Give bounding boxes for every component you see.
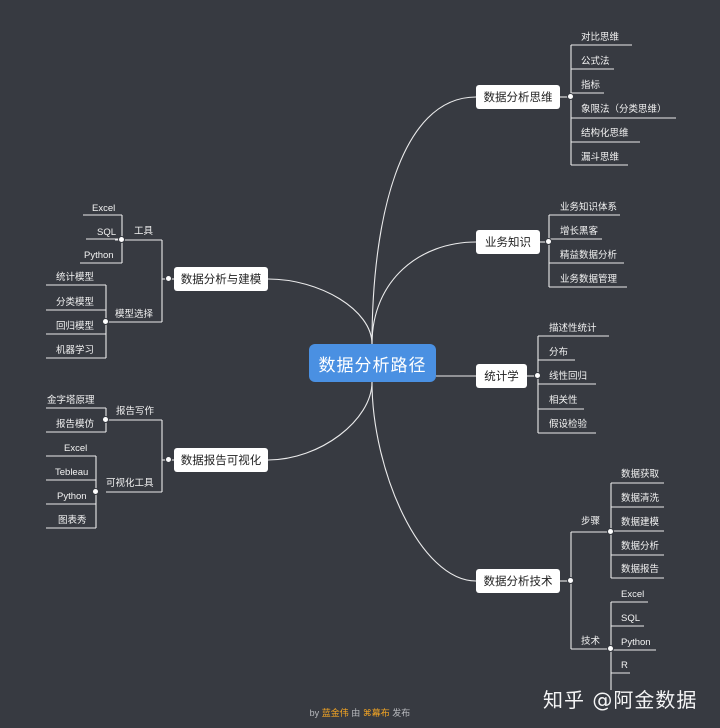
footer-mid: 由 <box>351 708 361 718</box>
leaf-linear-regression: 线性回归 <box>549 371 588 382</box>
leaf-tech-r: R <box>621 660 628 671</box>
label-model-selection: 模型选择 <box>115 309 154 320</box>
footer-by: by <box>309 708 320 718</box>
leaf-hypothesis-test: 假设检验 <box>549 419 588 430</box>
leaf-vis-python: Python <box>57 491 87 502</box>
leaf-tech-sql: SQL <box>621 613 641 624</box>
leaf-data-report: 数据报告 <box>621 564 660 575</box>
node-business-knowledge[interactable]: 业务知识 <box>476 230 540 254</box>
footer-credit: by 蓝金伟 由 ⌘幕布 发布 <box>0 706 720 719</box>
leaf-distribution: 分布 <box>549 347 569 358</box>
leaf-quadrant-method: 象限法（分类思维） <box>581 104 667 115</box>
root-node[interactable]: 数据分析路径 <box>309 344 436 382</box>
leaf-data-acquisition: 数据获取 <box>621 469 660 480</box>
leaf-report-imitation: 报告模仿 <box>56 419 95 430</box>
node-statistics[interactable]: 统计学 <box>476 364 527 388</box>
label-steps: 步骤 <box>581 516 601 527</box>
collapse-dot[interactable] <box>102 318 109 325</box>
leaf-regression-model: 回归模型 <box>56 321 95 332</box>
leaf-funnel-thinking: 漏斗思维 <box>581 152 620 163</box>
leaf-vis-excel: Excel <box>64 443 88 454</box>
collapse-dot[interactable] <box>118 236 125 243</box>
leaf-tool-excel: Excel <box>92 203 116 214</box>
leaf-vis-chartshow: 图表秀 <box>58 515 87 526</box>
leaf-data-cleaning: 数据清洗 <box>621 493 660 504</box>
node-data-thinking[interactable]: 数据分析思维 <box>476 85 560 109</box>
footer-tail: 发布 <box>392 708 411 718</box>
label-tools: 工具 <box>134 226 154 237</box>
leaf-structured-thinking: 结构化思维 <box>581 128 629 139</box>
leaf-statistical-model: 统计模型 <box>56 272 95 283</box>
collapse-dot[interactable] <box>92 488 99 495</box>
leaf-data-analysis: 数据分析 <box>621 541 660 552</box>
label-vis-tools: 可视化工具 <box>106 478 154 489</box>
collapse-dot[interactable] <box>534 372 541 379</box>
leaf-descriptive-stats: 描述性统计 <box>549 323 597 334</box>
leaf-indicator: 指标 <box>581 80 601 91</box>
leaf-classification-model: 分类模型 <box>56 297 95 308</box>
label-skills: 技术 <box>581 636 601 647</box>
mubu-logo-icon: ⌘ <box>362 708 372 718</box>
collapse-dot[interactable] <box>165 456 172 463</box>
collapse-dot[interactable] <box>567 577 574 584</box>
footer-author[interactable]: 蓝金伟 <box>321 708 349 718</box>
leaf-tech-python: Python <box>621 637 651 648</box>
collapse-dot[interactable] <box>607 528 614 535</box>
leaf-vis-tableau: Tebleau <box>55 467 89 478</box>
leaf-machine-learning: 机器学习 <box>56 345 95 356</box>
node-analysis-modeling[interactable]: 数据分析与建模 <box>174 267 268 291</box>
leaf-data-modeling: 数据建模 <box>621 517 660 528</box>
collapse-dot[interactable] <box>567 93 574 100</box>
footer-platform[interactable]: 幕布 <box>371 708 390 718</box>
leaf-contrast-thinking: 对比思维 <box>581 32 620 43</box>
node-report-visualization[interactable]: 数据报告可视化 <box>174 448 268 472</box>
leaf-formula-method: 公式法 <box>581 56 610 67</box>
leaf-tool-python: Python <box>84 250 114 261</box>
collapse-dot[interactable] <box>545 238 552 245</box>
zhihu-watermark: 知乎 @阿金数据 <box>543 688 698 712</box>
leaf-pyramid-principle: 金字塔原理 <box>47 395 95 406</box>
leaf-tech-excel: Excel <box>621 589 645 600</box>
collapse-dot[interactable] <box>102 416 109 423</box>
collapse-dot[interactable] <box>165 275 172 282</box>
leaf-business-system: 业务知识体系 <box>560 202 618 213</box>
leaf-growth-hacker: 增长黑客 <box>560 226 599 237</box>
leaf-business-data-mgmt: 业务数据管理 <box>560 274 618 285</box>
leaf-lean-analytics: 精益数据分析 <box>560 250 618 261</box>
leaf-correlation: 相关性 <box>549 395 578 406</box>
leaf-tool-sql: SQL <box>97 227 117 238</box>
collapse-dot[interactable] <box>607 645 614 652</box>
label-report-writing: 报告写作 <box>116 406 155 417</box>
node-analysis-tech[interactable]: 数据分析技术 <box>476 569 560 593</box>
